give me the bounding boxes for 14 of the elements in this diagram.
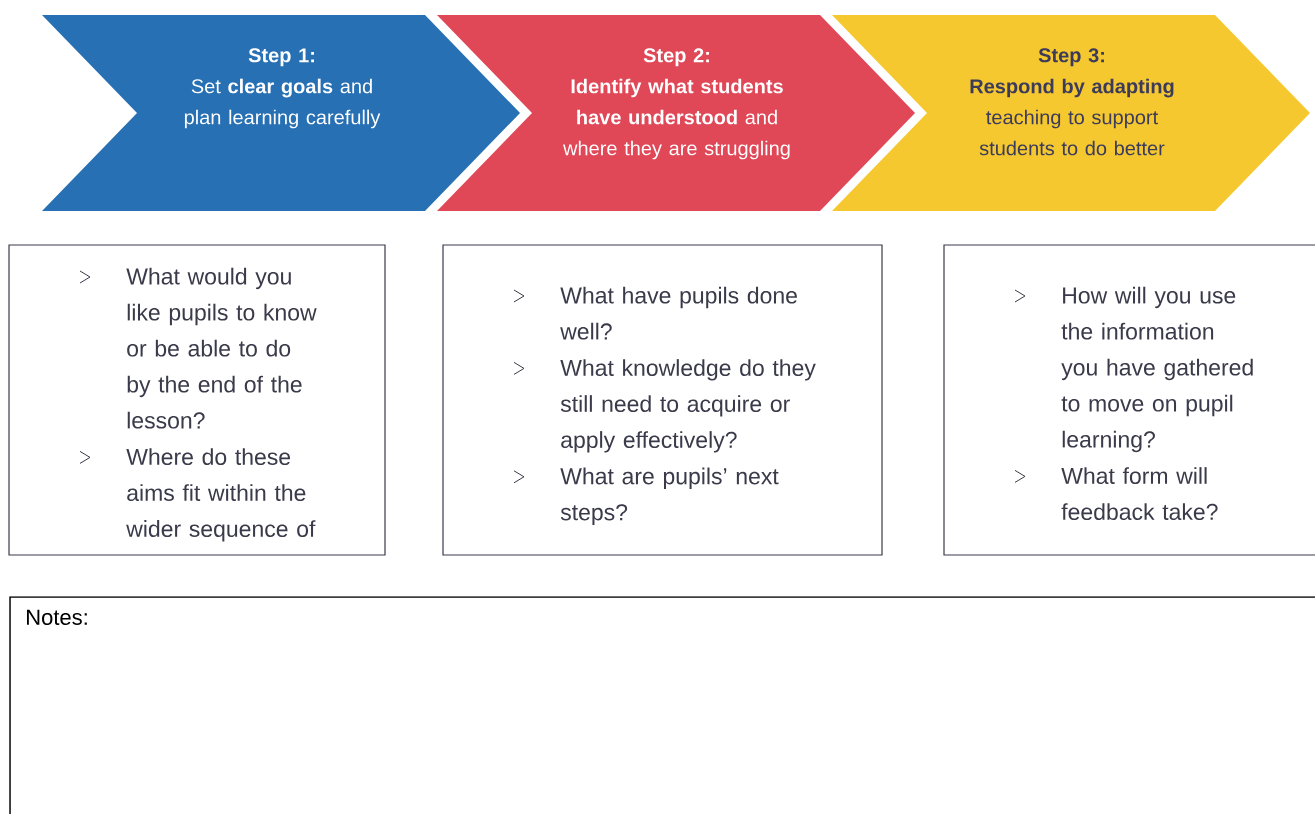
- step-banner: Step 3: Respond by adapting teaching to support students to do better: [832, 15, 1310, 211]
- bullet-item: What knowledge do they still need to acquire or apply effectively?: [513, 359, 816, 453]
- step-banner: Step 1: Set clear goals and plan learning carefully: [42, 15, 520, 211]
- bullet-item: How will you use the information you have gathered to move on pupil learning?: [1014, 286, 1253, 453]
- question-box: [943, 244, 1315, 556]
- bullet-item: What would you like pupils to know or be able to do by the end of the lesson?: [79, 267, 317, 429]
- bullet-item: Where do these aims fit within the wider sequence of: [79, 448, 316, 542]
- question-box: [8, 244, 386, 556]
- bullet-item: What are pupils’ next steps?: [513, 467, 779, 525]
- bullet-item: What form will feedback take?: [1014, 467, 1218, 520]
- step-banner: Step 2: Identify what students have understood and where they are struggling: [437, 15, 915, 211]
- bullet-item: What have pupils done well?: [513, 286, 797, 340]
- question-box: [442, 244, 883, 556]
- notes-box: Notes:: [9, 596, 1315, 814]
